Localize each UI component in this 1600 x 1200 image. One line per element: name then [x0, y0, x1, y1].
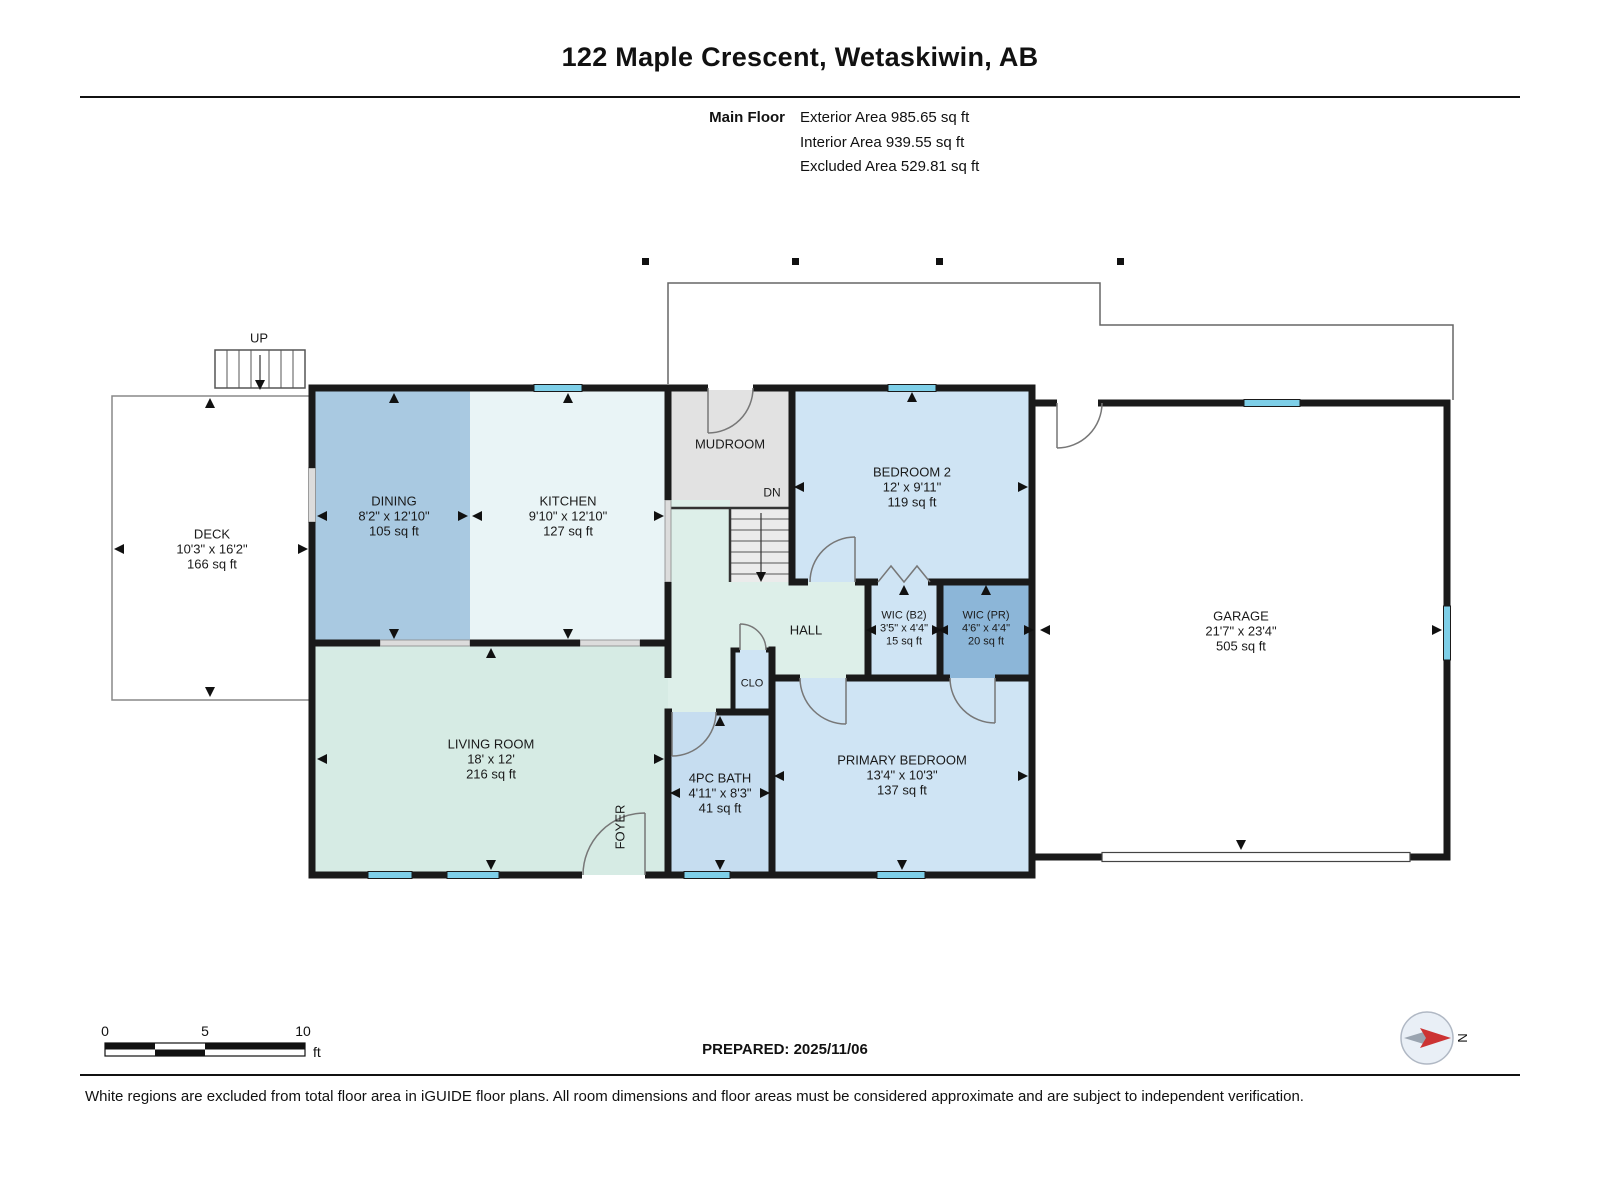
closet-walls — [730, 647, 775, 715]
door-swings — [582, 387, 1103, 876]
scale-bar: 0 5 10 ft — [101, 1023, 321, 1060]
room-clo — [733, 650, 772, 712]
room-area: 105 sq ft — [369, 523, 419, 539]
room-hall-a — [668, 500, 730, 582]
compass-icon: N — [1400, 1011, 1470, 1065]
exterior-area: Exterior Area 985.65 sq ft — [800, 109, 970, 126]
floor-label: Main Floor — [709, 109, 785, 126]
excluded-area: Excluded Area 529.81 sq ft — [800, 158, 980, 175]
room-dims: 12' x 9'11" — [882, 479, 942, 495]
room-name: PRIMARY BEDROOM — [837, 752, 967, 768]
room-garage — [1035, 403, 1447, 857]
room-area: 20 sq ft — [967, 635, 1005, 648]
room-label-clo: CLO — [741, 678, 764, 691]
roof-outline — [667, 282, 1454, 400]
room-label-mudroom: MUDROOM — [695, 437, 765, 452]
room-bath — [668, 712, 772, 875]
room-name: DINING — [371, 493, 417, 509]
stairs-down-label: DN — [763, 486, 780, 501]
survey-markers — [642, 258, 1124, 265]
room-area: 505 sq ft — [1216, 638, 1266, 654]
disclaimer-text: White regions are excluded from total fl… — [85, 1088, 1304, 1105]
room-area: 216 sq ft — [466, 766, 516, 782]
room-dims: 3'5" x 4'4" — [879, 622, 929, 635]
room-label-wic-pr: WIC (PR) 4'6" x 4'4" 20 sq ft — [962, 610, 1010, 649]
footer-divider — [80, 1074, 1520, 1076]
room-label-deck: DECK 10'3" x 16'2" 166 sq ft — [176, 527, 247, 572]
room-name: HALL — [789, 622, 823, 638]
stairs-label: UP — [249, 330, 269, 346]
svg-text:N: N — [1455, 1033, 1470, 1042]
room-area: 137 sq ft — [877, 782, 927, 798]
area-stats: Exterior Area 985.65 sq ft Interior Area… — [800, 109, 979, 183]
room-area: 119 sq ft — [887, 494, 937, 510]
room-name: MUDROOM — [694, 436, 766, 452]
room-label-dining: DINING 8'2" x 12'10" 105 sq ft — [358, 494, 429, 539]
room-name: GARAGE — [1213, 608, 1269, 624]
svg-text:10: 10 — [295, 1023, 311, 1039]
room-primary — [772, 678, 1032, 875]
room-area: 41 sq ft — [698, 800, 742, 816]
room-label-bath: 4PC BATH 4'11" x 8'3" 41 sq ft — [688, 771, 751, 816]
header-divider — [80, 96, 1520, 98]
svg-text:ft: ft — [313, 1044, 321, 1060]
room-living — [315, 643, 668, 875]
page-title: 122 Maple Crescent, Wetaskiwin, AB — [561, 42, 1039, 72]
room-label-wic-b2: WIC (B2) 3'5" x 4'4" 15 sq ft — [880, 610, 928, 649]
room-deck — [111, 395, 313, 701]
room-name: DECK — [193, 526, 231, 542]
room-label-hall: HALL — [790, 623, 823, 638]
stairs-label: DN — [763, 485, 781, 500]
stairs-down-edges — [665, 506, 792, 582]
room-label-foyer: FOYER — [613, 805, 628, 850]
room-name: 4PC BATH — [688, 770, 752, 786]
room-dims: 13'4" x 10'3" — [866, 767, 938, 783]
room-label-garage: GARAGE 21'7" x 23'4" 505 sq ft — [1205, 609, 1276, 654]
stairs-up-treads — [226, 350, 294, 388]
interior-area: Interior Area 939.55 sq ft — [800, 133, 965, 151]
room-dims: 4'6" x 4'4" — [961, 622, 1011, 635]
room-wic-b2 — [868, 582, 940, 678]
prepared-date: PREPARED: 2025/11/06 — [702, 1041, 868, 1058]
room-area: 15 sq ft — [885, 635, 923, 648]
room-dining — [315, 390, 470, 643]
room-name: BEDROOM 2 — [872, 464, 952, 480]
room-dims: 10'3" x 16'2" — [176, 541, 248, 557]
room-label-kitchen: KITCHEN 9'10" x 12'10" 127 sq ft — [529, 494, 608, 539]
room-name: WIC (B2) — [881, 609, 927, 622]
room-area: 127 sq ft — [543, 523, 593, 539]
room-dims: 21'7" x 23'4" — [1205, 623, 1277, 639]
room-name: CLO — [740, 677, 764, 690]
room-kitchen — [470, 390, 668, 643]
room-area: 166 sq ft — [187, 556, 237, 572]
room-hall-c — [668, 678, 733, 712]
room-dims: 9'10" x 12'10" — [528, 508, 608, 524]
room-bedroom2 — [792, 390, 1032, 582]
windows — [367, 384, 1451, 879]
svg-text:0: 0 — [101, 1023, 109, 1039]
room-name: LIVING ROOM — [447, 736, 535, 752]
room-mudroom — [668, 390, 792, 508]
room-name: KITCHEN — [539, 493, 597, 509]
svg-text:5: 5 — [201, 1023, 209, 1039]
room-label-primary: PRIMARY BEDROOM 13'4" x 10'3" 137 sq ft — [837, 753, 967, 798]
room-dims: 4'11" x 8'3" — [688, 785, 752, 801]
room-wic-pr — [940, 582, 1032, 678]
room-label-living: LIVING ROOM 18' x 12' 216 sq ft — [448, 737, 535, 782]
garage-door — [1101, 851, 1411, 863]
room-dims: 8'2" x 12'10" — [358, 508, 430, 524]
room-name: FOYER — [612, 804, 628, 850]
stairs-up-label: UP — [250, 331, 268, 346]
room-name: WIC (PR) — [962, 609, 1010, 622]
room-dims: 18' x 12' — [467, 751, 515, 767]
room-label-bedroom2: BEDROOM 2 12' x 9'11" 119 sq ft — [873, 465, 951, 510]
